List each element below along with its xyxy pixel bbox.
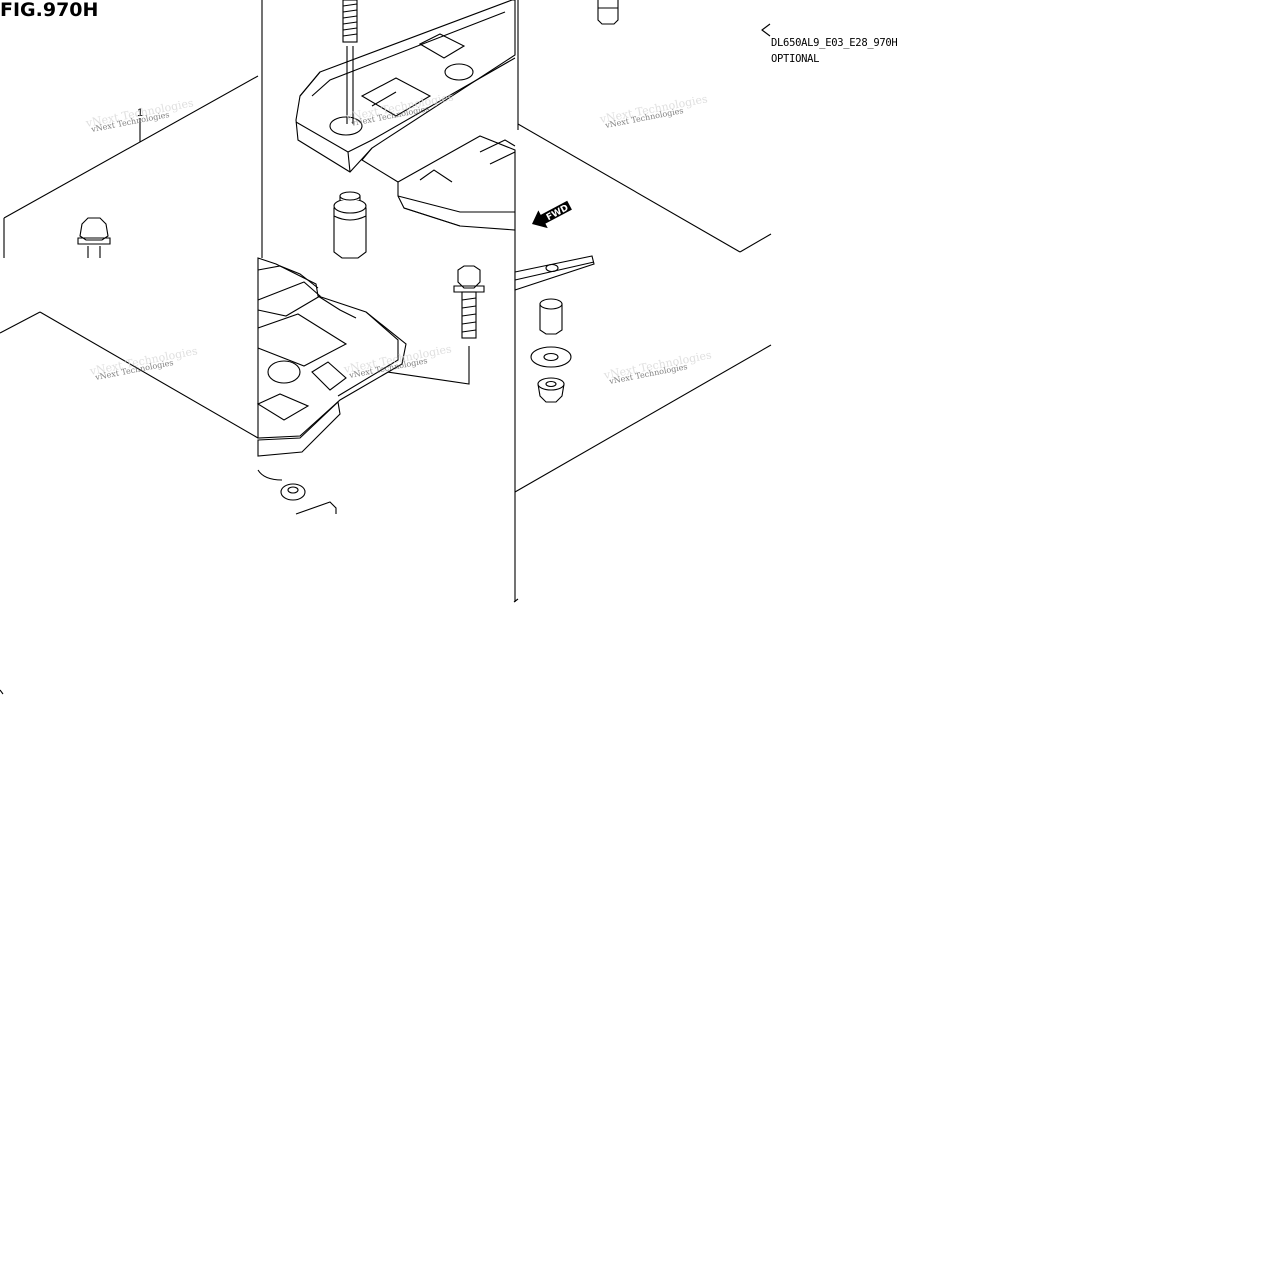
upper-carrier-plate	[295, 0, 516, 231]
figure-reference: DL650AL9_E03_E28_970H OPTIONAL	[761, 23, 898, 65]
panel-frames	[0, 0, 772, 695]
lower-carrier-plate	[256, 257, 407, 481]
hardware-stack	[530, 298, 572, 403]
fwd-arrow-icon	[532, 200, 572, 229]
small-washer	[280, 483, 337, 515]
flange-bolt-left	[77, 217, 111, 258]
mounting-rail	[514, 255, 595, 291]
callout-label: 1	[137, 107, 143, 119]
spacer-collar	[333, 191, 367, 259]
figure-title: FIG.970H	[0, 0, 98, 21]
long-bolt	[342, 0, 358, 124]
fwd-arrow: FWD	[532, 200, 572, 229]
figure-note: OPTIONAL	[771, 53, 819, 65]
reference-arrow-icon	[761, 23, 771, 37]
callout-1: 1	[137, 107, 143, 142]
bolt-head	[597, 0, 619, 25]
figure-code: DL650AL9_E03_E28_970H	[771, 37, 897, 49]
